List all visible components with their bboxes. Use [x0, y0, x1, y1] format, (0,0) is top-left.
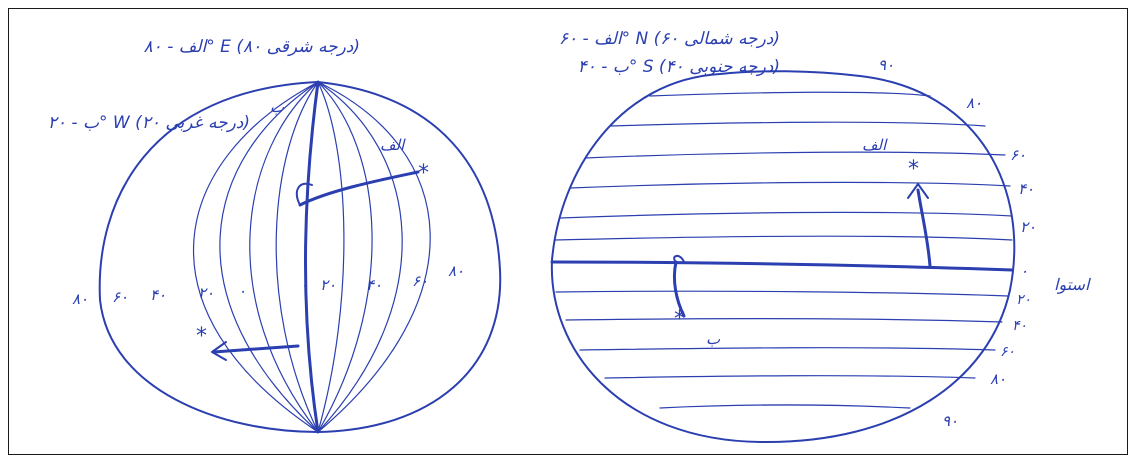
- arrow-to-point-b: [672, 260, 686, 318]
- latitude-label: ۲۰: [1020, 218, 1036, 236]
- latitude-line: [659, 404, 911, 409]
- longitude-label: ۴۰: [150, 286, 166, 304]
- latitude-label: ۸۰: [990, 370, 1006, 388]
- meridian-line: [275, 81, 319, 433]
- globe-outline: [550, 70, 1016, 444]
- point-b-label: ب: [706, 330, 721, 348]
- latitude-line: [609, 121, 986, 127]
- arrow-to-point-a: [916, 188, 932, 268]
- longitude-label: ۲۰: [320, 276, 336, 294]
- point-a-label: الف: [380, 136, 406, 154]
- latitude-line: [559, 211, 1013, 219]
- latitude-label: ۶۰: [1000, 344, 1015, 360]
- meridian-line: [219, 81, 319, 433]
- latitude-labels: ۹۰ ۸۰ ۶۰ ۴۰ ۲۰ ۰ ۲۰ ۴۰ ۶۰ ۸۰ ۹۰: [878, 56, 1036, 430]
- meridian-line: [317, 81, 431, 433]
- latitude-label: ۴۰: [1018, 180, 1034, 198]
- star-marker: *: [908, 157, 919, 182]
- star-marker: *: [196, 324, 207, 349]
- latitude-line: [579, 347, 996, 351]
- latitude-label: ۴۰: [1012, 318, 1027, 334]
- globe-outline: [98, 81, 502, 433]
- latitude-line: [649, 91, 931, 97]
- arrow-head: [211, 341, 227, 361]
- arrow-curl: [295, 182, 313, 206]
- latitude-label: ۹۰: [878, 56, 894, 74]
- equator-label: استوا: [1054, 275, 1091, 294]
- meridian-line: [317, 81, 403, 433]
- longitude-label: ۰: [300, 276, 308, 294]
- latitude-label: ۶۰: [1010, 146, 1026, 164]
- meridian-line: [317, 81, 373, 433]
- meridian-line: [193, 81, 319, 433]
- page-border: [8, 8, 1128, 455]
- latitude-line: [604, 375, 976, 379]
- arrow-head: [907, 183, 929, 199]
- latitude-label: ۲۰: [1016, 292, 1031, 308]
- point-b-label: ب: [270, 98, 285, 116]
- point-a-label: الف: [862, 136, 888, 154]
- latitude-globe: * * الف - ۶۰° N (۶۰ درجه شمالی) ب - ۴۰° …: [550, 29, 1091, 444]
- note-point-a-latitude: الف - ۶۰° N (۶۰ درجه شمالی): [559, 29, 780, 49]
- meridian-line: [249, 81, 319, 433]
- longitude-labels: ۸۰ ۶۰ ۴۰ ۲۰ ۰ ۰ ۲۰ ۴۰ ۶۰ ۸۰: [72, 262, 464, 308]
- latitude-line: [569, 181, 1011, 189]
- equator-line: [550, 260, 1014, 272]
- latitude-line: [584, 151, 1006, 159]
- longitude-label: ۲۰: [198, 284, 214, 302]
- latitude-line: [554, 235, 1013, 241]
- latitude-line: [555, 290, 1009, 297]
- latitude-line: [565, 318, 1003, 323]
- arrow-to-point-a: [298, 170, 420, 207]
- latitude-label: ۸۰: [966, 94, 982, 112]
- star-marker: *: [674, 307, 685, 332]
- star-marker: *: [418, 161, 429, 186]
- longitude-globe: * * الف - ۸۰° E (۸۰ درجه شرقی) ب - ۲۰° W…: [48, 37, 502, 434]
- note-point-b-latitude: ب - ۴۰° S (۴۰ درجه جنوبی): [578, 57, 780, 77]
- longitude-label: ۶۰: [412, 272, 428, 290]
- longitude-label: ۶۰: [112, 288, 128, 306]
- arrow-to-point-b: [212, 344, 300, 354]
- longitude-label: ۴۰: [366, 276, 382, 294]
- longitude-label: ۰: [238, 282, 246, 300]
- arrow-curl: [673, 255, 685, 263]
- prime-meridian: [304, 80, 320, 434]
- meridian-line: [317, 81, 345, 433]
- longitude-label: ۸۰: [448, 262, 464, 280]
- note-point-b-longitude: ب - ۲۰° W (۲۰ درجه غربی): [48, 113, 250, 133]
- longitude-label: ۸۰: [72, 290, 88, 308]
- latitude-label: ۰: [1020, 262, 1028, 280]
- latitude-label: ۹۰: [942, 412, 958, 430]
- note-point-a-longitude: الف - ۸۰° E (۸۰ درجه شرقی): [144, 37, 360, 57]
